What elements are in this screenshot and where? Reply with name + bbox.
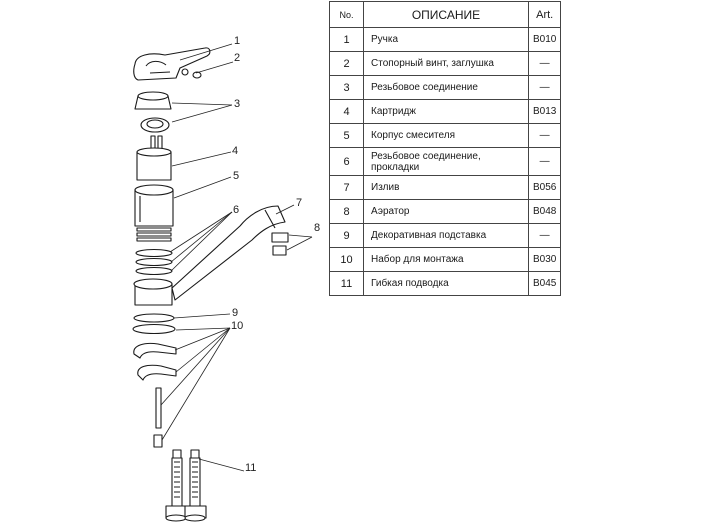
row-no: 6	[329, 147, 364, 176]
callout-1: 1	[234, 35, 240, 47]
header-description: ОПИСАНИЕ	[363, 1, 529, 28]
row-no: 11	[329, 271, 364, 296]
callout-8: 8	[314, 222, 320, 234]
row-art: B048	[527, 199, 562, 224]
row-no: 1	[329, 27, 364, 52]
table-row: 6 Резьбовое соединение, прокладки —	[329, 147, 562, 176]
row-no: 2	[329, 51, 364, 76]
row-no: 3	[329, 75, 364, 100]
callout-6: 6	[233, 204, 239, 216]
part-spout	[133, 205, 286, 306]
row-description: Гибкая подводка	[363, 271, 529, 296]
part-gaskets	[135, 227, 173, 276]
row-no: 8	[329, 199, 364, 224]
table-row: 7 Излив B056	[329, 175, 562, 200]
table-row: 2 Стопорный винт, заглушка —	[329, 51, 562, 76]
row-description: Резьбовое соединение	[363, 75, 529, 100]
row-description: Ручка	[363, 27, 529, 52]
row-description: Набор для монтажа	[363, 247, 529, 272]
table-row: 4 Картридж B013	[329, 99, 562, 124]
row-description: Резьбовое соединение, прокладки	[363, 147, 529, 176]
part-mixer-body	[134, 184, 174, 227]
callout-4: 4	[232, 145, 238, 157]
header-no: No.	[329, 1, 364, 28]
row-description: Излив	[363, 175, 529, 200]
part-flexible-hoses	[165, 449, 207, 522]
row-art: B045	[527, 271, 562, 296]
row-description: Декоративная подставка	[363, 223, 529, 248]
row-no: 9	[329, 223, 364, 248]
row-no: 7	[329, 175, 364, 200]
row-no: 5	[329, 123, 364, 148]
row-art: —	[527, 51, 562, 76]
callout-10: 10	[231, 320, 243, 332]
callout-11: 11	[245, 462, 256, 474]
row-no: 4	[329, 99, 364, 124]
header-art: Art.	[527, 1, 562, 28]
callout-labels: 1 2 3 4 5 6 7 8 9 10 11	[231, 35, 320, 474]
part-set-screw	[181, 68, 202, 79]
parts-table: No. ОПИСАНИЕ Art. 1 Ручка B010 2 Стопорн…	[329, 1, 562, 296]
part-aerator	[271, 232, 289, 256]
part-threaded-connection	[134, 91, 172, 133]
callout-5: 5	[233, 170, 239, 182]
leader-lines	[160, 43, 313, 472]
table-row: 11 Гибкая подводка B045	[329, 271, 562, 296]
row-art: B030	[527, 247, 562, 272]
row-art: —	[527, 123, 562, 148]
callout-7: 7	[296, 197, 302, 209]
row-description: Стопорный винт, заглушка	[363, 51, 529, 76]
table-header-row: No. ОПИСАНИЕ Art.	[329, 1, 562, 28]
part-handle	[133, 47, 211, 81]
row-art: —	[527, 147, 562, 176]
table-row: 10 Набор для монтажа B030	[329, 247, 562, 272]
part-mounting-kit	[133, 342, 177, 448]
callout-3: 3	[234, 98, 240, 110]
row-no: 10	[329, 247, 364, 272]
table-row: 5 Корпус смесителя —	[329, 123, 562, 148]
table-row: 9 Декоративная подставка —	[329, 223, 562, 248]
table-row: 8 Аэратор B048	[329, 199, 562, 224]
row-art: B013	[527, 99, 562, 124]
table-row: 3 Резьбовое соединение —	[329, 75, 562, 100]
callout-9: 9	[232, 307, 238, 319]
row-description: Аэратор	[363, 199, 529, 224]
row-art: —	[527, 75, 562, 100]
callout-2: 2	[234, 52, 240, 64]
row-art: —	[527, 223, 562, 248]
row-art: B010	[527, 27, 562, 52]
exploded-view-diagram: 1 2 3 4 5 6 7 8 9 10 11	[132, 35, 320, 522]
row-description: Картридж	[363, 99, 529, 124]
table-row: 1 Ручка B010	[329, 27, 562, 52]
row-description: Корпус смесителя	[363, 123, 529, 148]
part-cartridge	[136, 135, 172, 181]
row-art: B056	[527, 175, 562, 200]
part-decorative-base	[132, 313, 176, 335]
